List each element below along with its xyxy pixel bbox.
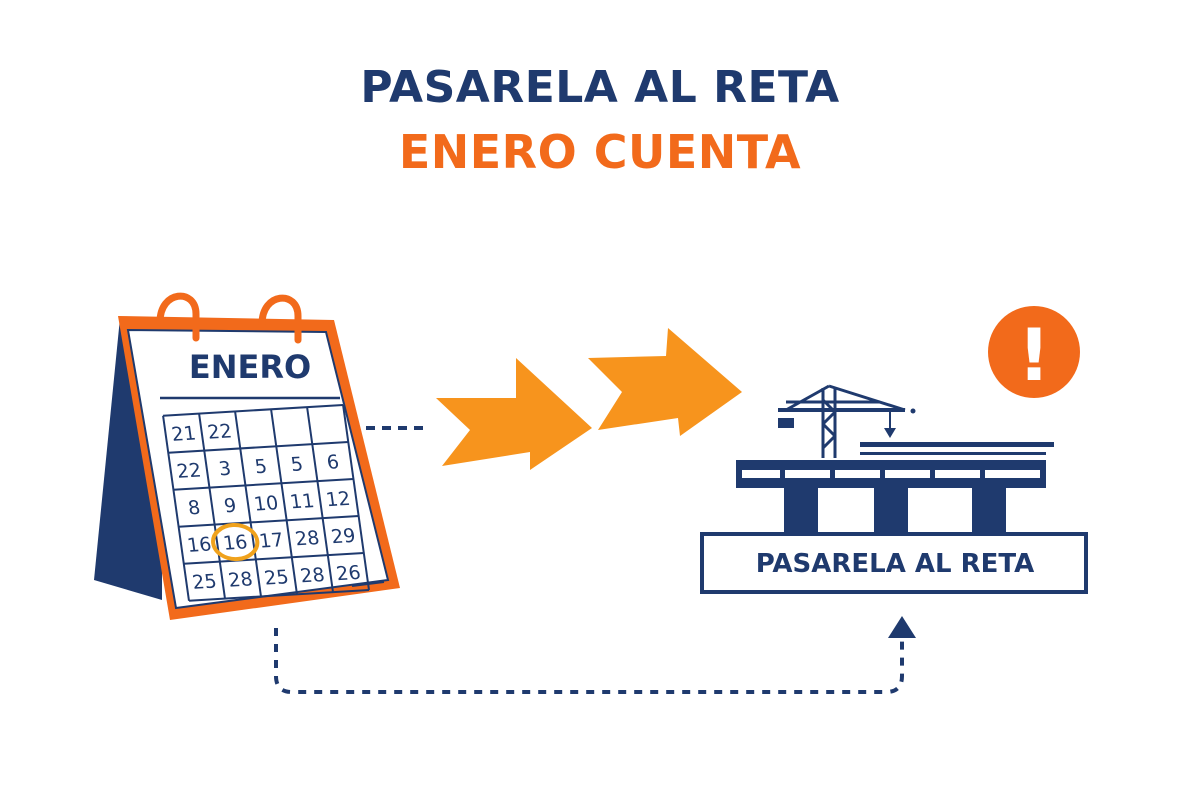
- calendar-day: 21: [170, 422, 197, 446]
- calendar-grid-line: [306, 407, 334, 593]
- highlighted-day-circle: [211, 522, 260, 562]
- crane-tip: [910, 408, 916, 414]
- pier-rail-top: [860, 442, 1054, 447]
- calendar-grid-line: [178, 514, 359, 528]
- calendar-day: 5: [253, 455, 268, 479]
- alert-symbol: !: [1018, 313, 1051, 397]
- calendar-day: 22: [206, 419, 233, 443]
- pier-icon: [736, 384, 1054, 532]
- calendar-day: 16: [186, 533, 213, 557]
- calendar-day: 5: [289, 452, 304, 476]
- pasarela-label: PASARELA AL RETA: [756, 549, 1035, 579]
- calendar-day: 22: [175, 459, 202, 483]
- calendar-day: 28: [294, 526, 321, 550]
- calendar-day: 8: [186, 496, 201, 520]
- pier-beam: [736, 478, 1046, 488]
- calendar-grid-line: [270, 409, 298, 595]
- pier-deck: [736, 460, 1046, 470]
- calendar-grid-line: [198, 413, 226, 599]
- pasarela-label-box: [700, 532, 1088, 594]
- calendar-day: 3: [217, 457, 232, 481]
- subtitle: ENERO CUENTA: [398, 125, 802, 179]
- calendar-day: 9: [222, 494, 237, 518]
- pier-pillar-1: [784, 488, 818, 532]
- main-title: PASARELA AL RETA: [360, 62, 840, 113]
- calendar-curl: [351, 581, 385, 587]
- title-block: PASARELA AL RETA ENERO CUENTA: [0, 60, 1200, 182]
- calendar-day: 25: [263, 565, 290, 589]
- calendar-grid-line: [173, 477, 354, 491]
- crane-icon: [778, 384, 906, 458]
- calendar-day: 28: [227, 567, 254, 591]
- calendar-day: 17: [258, 528, 285, 552]
- pier-pillar-3: [972, 488, 1006, 532]
- calendar-grid-line: [188, 588, 370, 602]
- calendar-month: ENERO: [189, 348, 311, 386]
- alert-icon: !: [988, 306, 1080, 398]
- crane-counterweight: [778, 418, 794, 428]
- dotted-feedback-path: [274, 628, 904, 694]
- calendar-day: 12: [324, 487, 351, 511]
- calendar-ring-left: [156, 292, 200, 342]
- arrow-icon-2: [588, 328, 742, 436]
- crane-hook: [884, 428, 896, 438]
- pier-rail-mid: [860, 452, 1046, 455]
- calendar-day: 6: [325, 450, 340, 474]
- calendar-grid-line: [168, 440, 349, 454]
- feedback-arrowhead: [888, 616, 916, 638]
- calendar-day: 25: [191, 570, 218, 594]
- pier-pillar-2: [874, 488, 908, 532]
- calendar-day: 28: [299, 563, 326, 587]
- calendar-grid-line: [162, 403, 344, 417]
- calendar-day: 26: [335, 561, 362, 585]
- calendar-day: 10: [252, 491, 279, 515]
- calendar-day: 11: [288, 489, 315, 513]
- calendar-day: 16: [222, 530, 249, 554]
- calendar-grid-line: [342, 404, 370, 591]
- calendar-grid-line: [183, 551, 364, 565]
- calendar-page: [126, 328, 390, 610]
- calendar-grid-line: [234, 411, 262, 597]
- calendar-day: 29: [330, 524, 357, 548]
- arrow-icon-1: [436, 358, 592, 470]
- calendar-grid-line: [162, 415, 190, 601]
- calendar-ring-right: [258, 294, 302, 344]
